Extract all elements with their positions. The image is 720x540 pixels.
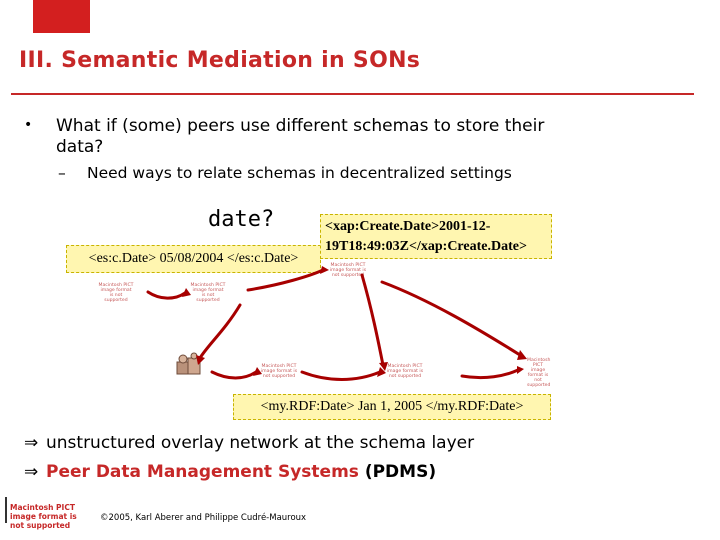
xap-date-line-1: <xap:Create.Date>2001-12- — [325, 219, 491, 234]
implies-symbol-2: ⇒ — [24, 462, 39, 482]
arrowhead-5 — [196, 355, 205, 365]
arrowhead-6 — [253, 367, 262, 376]
slide-title: III. Semantic Mediation in SONs — [19, 48, 421, 73]
arrow-6 — [210, 370, 258, 380]
pict-placeholder-3: Macintosh PICT image format is not suppo… — [329, 263, 367, 278]
myrdf-date-box: <my.RDF:Date> Jan 1, 2005 </my.RDF:Date> — [233, 394, 551, 420]
pict-placeholder-2: Macintosh PICT image format is not suppo… — [190, 283, 226, 303]
arrow-5 — [198, 303, 242, 360]
bullet-marker: • — [24, 117, 33, 133]
arrowhead-8 — [517, 366, 524, 374]
conclusion-2-text: Peer Data Management Systems (PDMS) — [46, 462, 436, 483]
peer-group-icon — [176, 352, 201, 375]
arrow-4 — [360, 273, 385, 367]
arrowhead-2 — [320, 266, 329, 274]
sub-bullet-marker: – — [58, 164, 66, 182]
title-rule — [11, 93, 694, 95]
es-date-box: <es:c.Date> 05/08/2004 </es:c.Date> — [66, 245, 321, 273]
arrow-1 — [146, 290, 187, 300]
conclusion-1-text: unstructured overlay network at the sche… — [46, 433, 475, 453]
footer-copyright: ©2005, Karl Aberer and Philippe Cudré-Ma… — [100, 513, 307, 523]
arrowhead-4 — [379, 362, 388, 371]
arrow-8 — [460, 368, 520, 380]
arrowhead-7 — [377, 367, 386, 377]
pict-placeholder-1: Macintosh PICT image format is not suppo… — [98, 283, 134, 303]
arrow-3 — [380, 280, 522, 357]
sub-bullet-text: Need ways to relate schemas in decentral… — [87, 164, 512, 182]
xap-date-line-2: 19T18:49:03Z</xap:Create.Date> — [325, 239, 527, 254]
implies-symbol-1: ⇒ — [24, 433, 39, 453]
date-question-label: date? — [208, 207, 275, 232]
arrowhead-3 — [517, 350, 527, 360]
pict-placeholder-4: Macintosh PICT image format is not suppo… — [260, 364, 298, 379]
arrowhead-1 — [182, 288, 191, 297]
footer-logo-placeholder: Macintosh PICT image format is not suppo… — [10, 503, 77, 530]
bullet-line-2: data? — [56, 137, 104, 157]
bullet-text: What if (some) peers use different schem… — [56, 116, 696, 158]
footer-mark — [5, 497, 7, 523]
arrow-7 — [300, 370, 382, 381]
bullet-line-1: What if (some) peers use different schem… — [56, 116, 545, 136]
header-red-block — [33, 0, 90, 33]
pict-placeholder-5: Macintosh PICT image format is not suppo… — [386, 364, 424, 379]
pdms-black-text: (PDMS) — [358, 462, 437, 482]
pdms-red-text: Peer Data Management Systems — [46, 462, 359, 482]
arrow-2 — [246, 268, 325, 292]
pict-placeholder-6: Macintosh PICT image format is not suppo… — [527, 358, 551, 388]
xap-date-box: <xap:Create.Date>2001-12- 19T18:49:03Z</… — [320, 214, 552, 259]
